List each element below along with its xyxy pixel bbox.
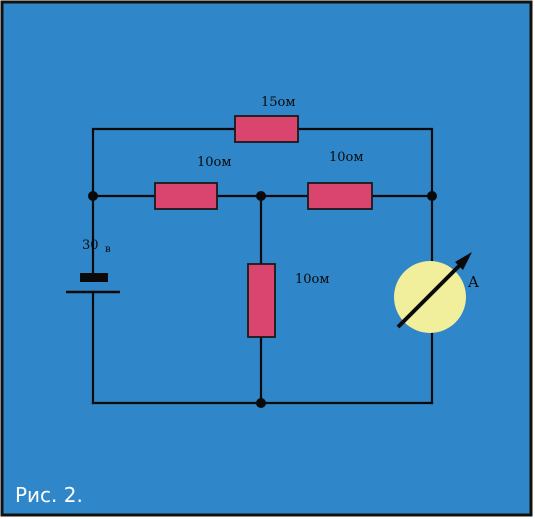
node-top-right [427,191,437,201]
resistor-15-ohm [234,115,299,143]
label-ammeter: A [467,273,479,291]
node-top-center [256,191,266,201]
label-10-ohm-left: 10ом [197,155,231,170]
label-15-ohm: 15ом [261,95,295,110]
resistor-10-ohm-middle [247,263,276,338]
node-top-left [88,191,98,201]
label-10-ohm-right: 10ом [329,150,363,165]
label-battery-voltage: 30 [82,238,99,253]
label-battery-unit: в [105,244,111,255]
figure-caption: Рис. 2. [15,483,83,507]
battery-icon [66,273,120,294]
ammeter-icon [394,252,472,333]
resistor-10-ohm-left [154,182,218,210]
label-10-ohm-middle: 10ом [295,272,329,287]
resistor-10-ohm-right [307,182,373,210]
node-bottom-center [256,398,266,408]
